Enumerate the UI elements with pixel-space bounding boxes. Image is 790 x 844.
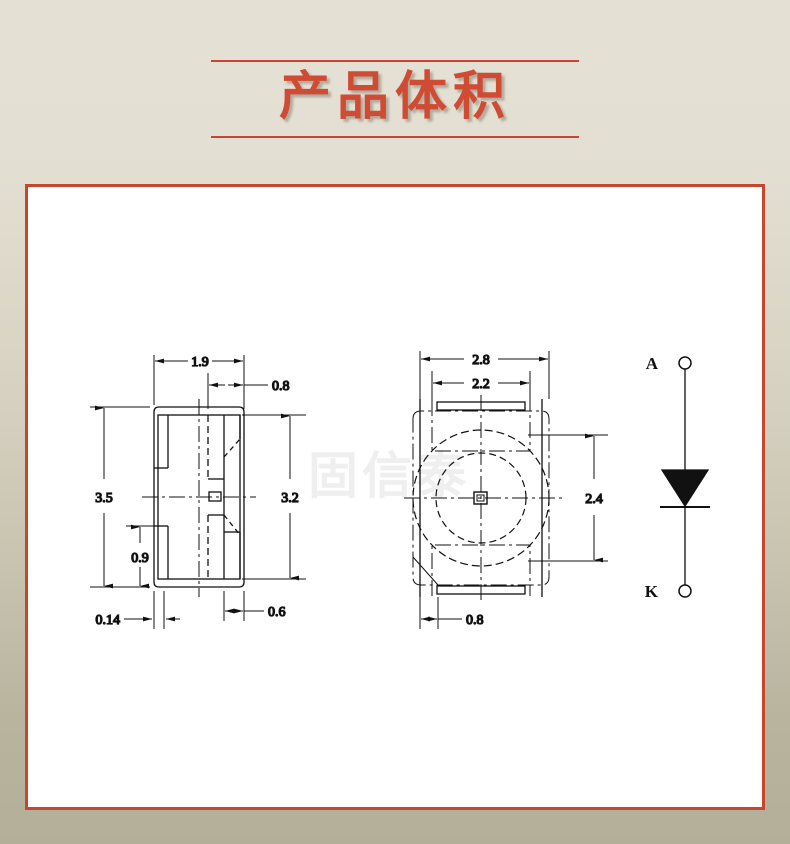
dim-label-2-8: 2.8 [472, 353, 490, 368]
dim-side-height-body [242, 413, 306, 581]
title-rule-bottom [211, 136, 579, 138]
dim-side-lead-width [207, 373, 268, 409]
page-title-block: 产品体积 [0, 44, 790, 154]
drawing-panel: 固信泰 [25, 184, 765, 810]
dim-side-height-overall [90, 405, 150, 589]
dim-label-2-2: 2.2 [472, 377, 490, 392]
dim-label-0-9: 0.9 [131, 551, 149, 566]
dim-label-1-9: 1.9 [191, 355, 209, 370]
dim-top-height-body [528, 433, 608, 563]
dim-label-0-8-top: 0.8 [466, 613, 484, 628]
dim-label-3-2: 3.2 [281, 491, 299, 506]
diode-anode-label: A [646, 354, 659, 373]
diode-cathode-label: K [645, 582, 659, 601]
diode-symbol-geometry [660, 356, 710, 598]
dim-top-pad-width [419, 597, 462, 629]
dim-side-thickness [124, 591, 180, 629]
dim-label-3-5: 3.5 [95, 491, 113, 506]
dim-label-0-6: 0.6 [268, 605, 286, 620]
dim-label-0-8-side: 0.8 [272, 379, 290, 394]
dim-side-notch [126, 524, 166, 589]
dim-side-width-overall [153, 355, 245, 405]
page-title: 产品体积 [278, 67, 511, 127]
dim-top-width-overall [419, 351, 550, 399]
technical-drawing-area: 1.9 0.8 3.5 [28, 187, 762, 807]
top-view-geometry [404, 395, 562, 601]
dim-side-lead [223, 591, 264, 621]
dim-label-2-4: 2.4 [585, 492, 603, 507]
side-view-geometry [142, 399, 256, 597]
title-rule-top [211, 60, 579, 62]
dim-label-0-14: 0.14 [96, 613, 121, 628]
dim-top-width-body [431, 371, 531, 403]
technical-drawing-svg: 1.9 0.8 3.5 [90, 351, 710, 629]
